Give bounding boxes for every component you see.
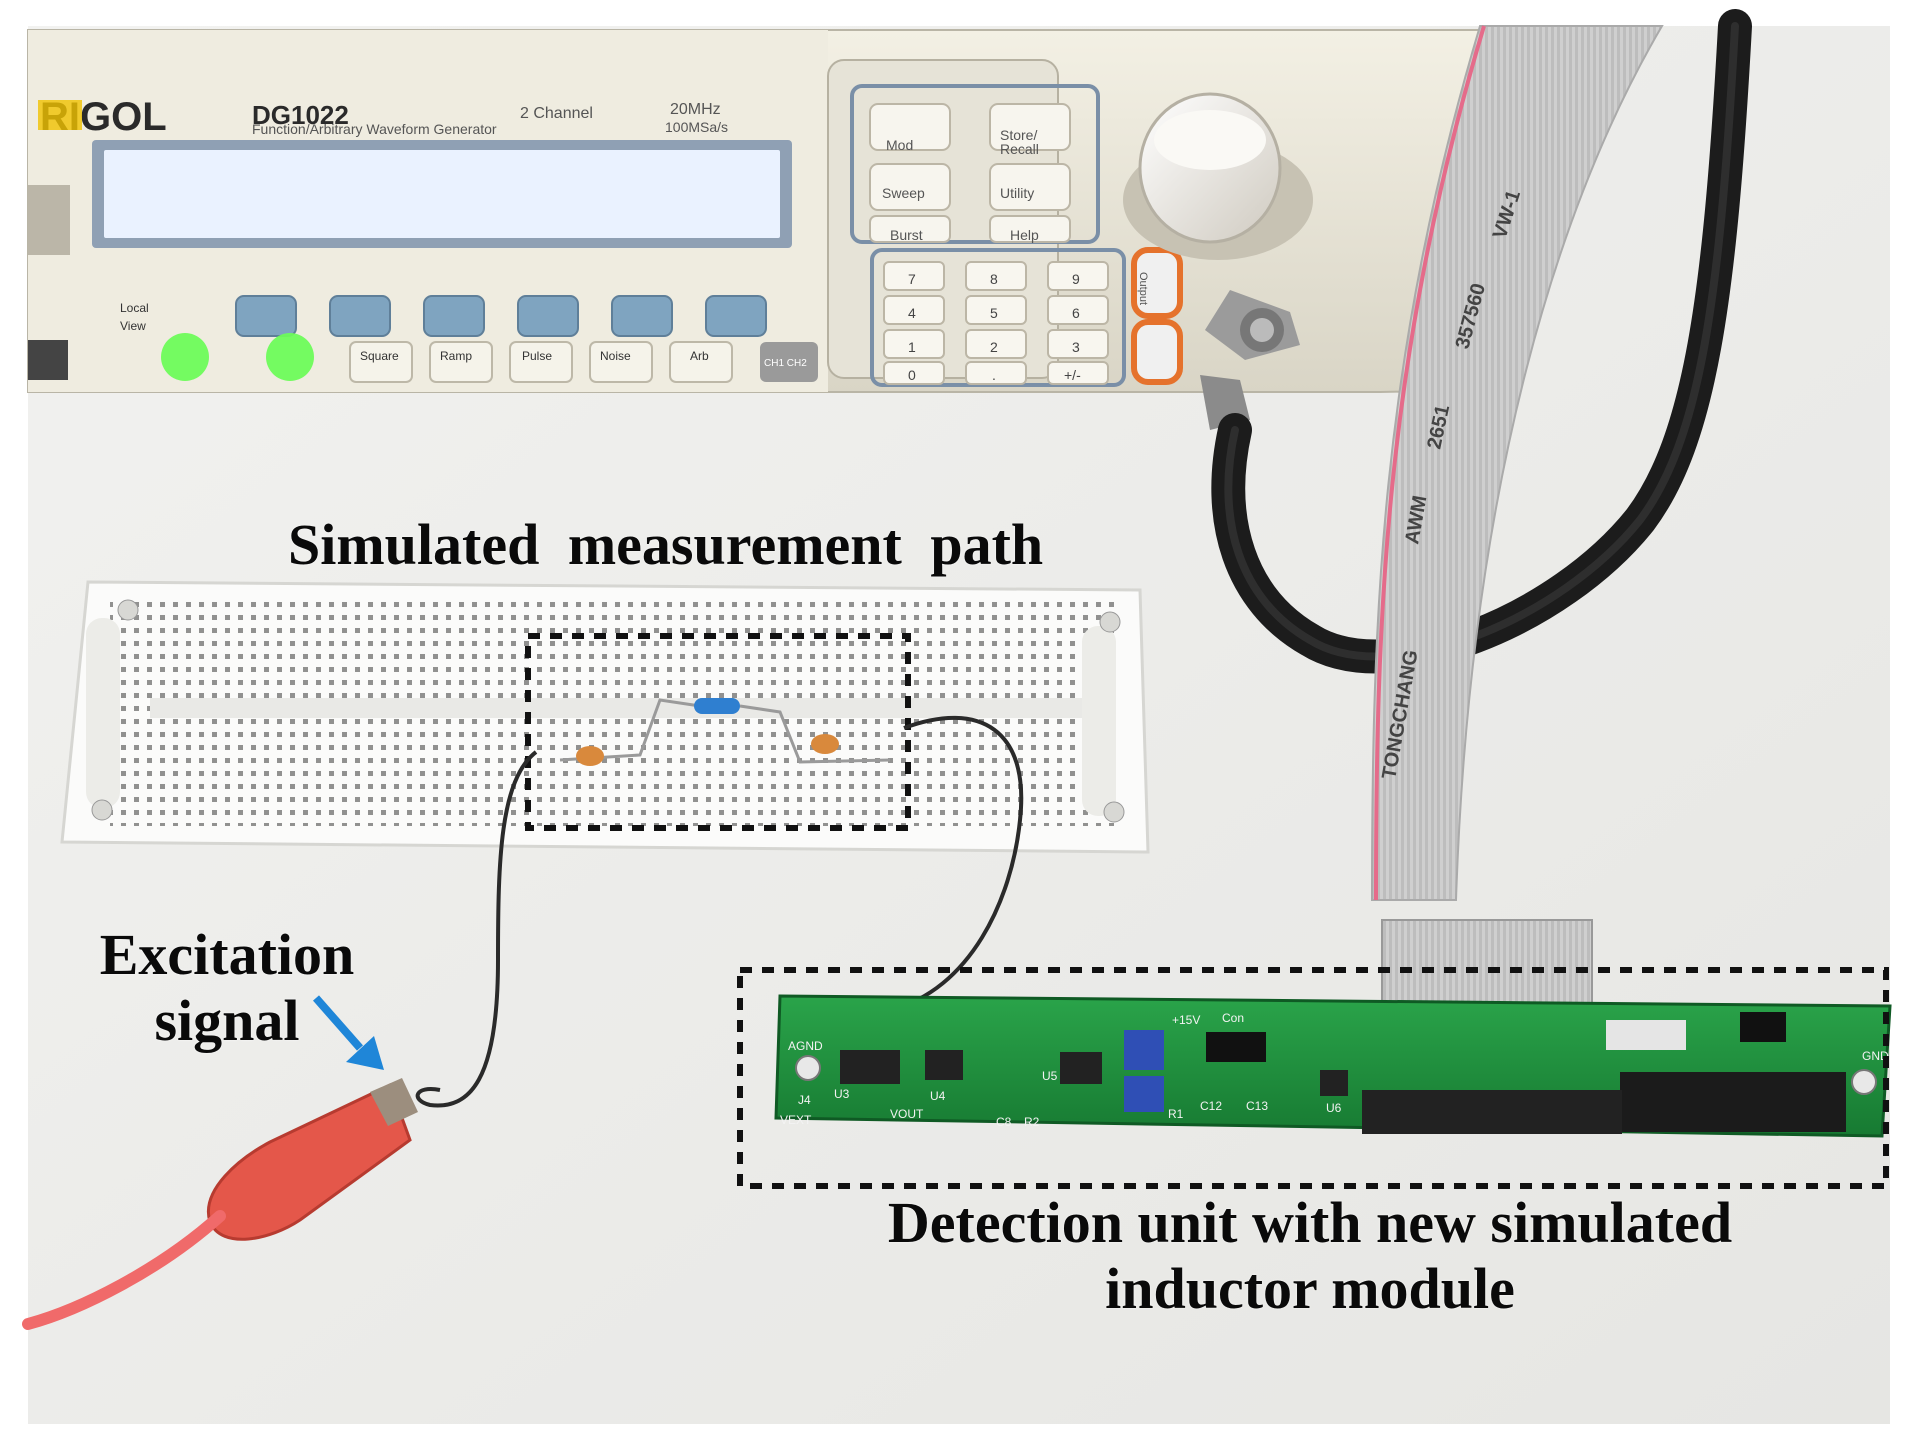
svg-text:9: 9 [1072, 271, 1080, 287]
ch-key-label: CH1 CH2 [764, 358, 807, 369]
recall-key-label: Recall [1000, 141, 1039, 157]
pcb-label-c12: C12 [1200, 1099, 1222, 1113]
arb-key-label: Arb [690, 349, 709, 363]
pcb-label-vout: VOUT [890, 1107, 924, 1121]
mod-key-label: Mod [886, 137, 913, 153]
square-key-label: Square [360, 349, 399, 363]
pcb-label-gnd: GND [1862, 1049, 1889, 1063]
jumper-wire-detection [889, 715, 1024, 1012]
svg-text:8: 8 [990, 271, 998, 287]
ic-u4 [925, 1050, 963, 1080]
detection-unit-box [737, 967, 1889, 1189]
svg-text:1: 1 [908, 339, 916, 355]
svg-text:6: 6 [1072, 305, 1080, 321]
burst-key-label: Burst [890, 227, 923, 243]
ic-u6 [1320, 1070, 1348, 1096]
pcb-label-con: Con [1222, 1011, 1244, 1025]
ic-socket [1620, 1072, 1846, 1132]
model-label: DG1022 [252, 100, 349, 130]
caption-detection-unit: Detection unit with new simulated induct… [790, 1190, 1830, 1322]
help-key-label: Help [1010, 227, 1039, 243]
caption-measurement-path: Simulated measurement path [288, 512, 1044, 577]
local-key-label: Local [120, 301, 149, 315]
caption-excitation-line2: signal [154, 988, 300, 1053]
pcb-label-u3: U3 [834, 1087, 850, 1101]
caption-excitation-signal: Excitation signal [72, 922, 382, 1054]
pcb-label-u5: U5 [1042, 1069, 1058, 1083]
svg-text:4: 4 [908, 305, 916, 321]
svg-text:+/-: +/- [1064, 367, 1081, 383]
sweep-key-label: Sweep [882, 185, 925, 201]
svg-text:.: . [992, 367, 996, 383]
subtitle-line1: 2 Channel [520, 105, 593, 122]
view-key-label: View [120, 319, 146, 333]
ramp-key-label: Ramp [440, 349, 472, 363]
svg-text:5: 5 [990, 305, 998, 321]
capacitor-1 [576, 746, 604, 766]
detection-pcb: AGND VOUT VEXT +15V Con GND R1 C12 C13 U… [774, 994, 1892, 1138]
svg-text:2: 2 [990, 339, 998, 355]
alligator-clip [22, 1078, 418, 1330]
keypad-labels: 7 8 9 4 5 6 1 2 3 0 . +/- [908, 271, 1081, 383]
svg-text:3: 3 [1072, 339, 1080, 355]
caption-detection-line1: Detection unit with new simulated [887, 1190, 1733, 1255]
pcb-label-r1: R1 [1168, 1107, 1184, 1121]
spec-line2: 100MSa/s [665, 119, 728, 135]
function-generator: RIGOL DG1022 2 Channel Function/Arbitrar… [27, 29, 1491, 430]
pcb-label-c8: C8 [996, 1115, 1012, 1129]
store-key-label: Store/ [1000, 127, 1037, 143]
excitation-arrow-icon [312, 995, 384, 1070]
resistor [694, 698, 740, 714]
capacitor-2 [811, 734, 839, 754]
trimmer-2 [1124, 1076, 1164, 1112]
pcb-label-vext: VEXT [780, 1113, 812, 1127]
breadboard [60, 580, 1150, 854]
utility-key-label: Utility [1000, 185, 1034, 201]
ic-u3 [840, 1050, 900, 1084]
ribbon-connector [1362, 1090, 1622, 1134]
pcb-label-c13: C13 [1246, 1099, 1268, 1113]
subtitle-line2: Function/Arbitrary Waveform Generator [252, 121, 497, 137]
noise-key-label: Noise [600, 349, 631, 363]
pcb-label-15v: +15V [1172, 1013, 1200, 1027]
pcb-label-u6: U6 [1326, 1101, 1342, 1115]
caption-detection-line2: inductor module [1105, 1256, 1515, 1321]
spec-line1: 20MHz [670, 101, 721, 118]
pcb-label-agnd: AGND [788, 1039, 823, 1053]
ic-u5 [1060, 1052, 1102, 1084]
jumper-wire-excitation [415, 750, 538, 1108]
pcb-label-u4: U4 [930, 1089, 946, 1103]
svg-text:0: 0 [908, 367, 916, 383]
pcb-label-j4: J4 [798, 1093, 811, 1107]
pulse-key-label: Pulse [522, 349, 552, 363]
output-key-label: Output [1137, 272, 1149, 305]
svg-text:7: 7 [908, 271, 916, 287]
caption-excitation-line1: Excitation [99, 922, 355, 987]
lcd-screen [104, 150, 780, 238]
pcb-label-r2: R2 [1024, 1115, 1040, 1129]
trimmer-1 [1124, 1030, 1164, 1070]
